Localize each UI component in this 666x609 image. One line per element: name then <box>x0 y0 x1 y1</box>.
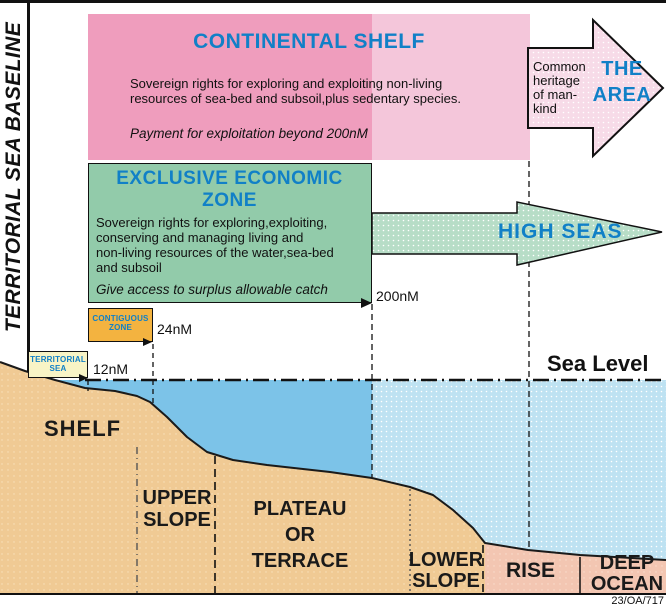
deep-ocean-label-line1: DEEP <box>599 552 655 574</box>
lower-slope-label-line1: LOWER <box>408 549 484 571</box>
eez-description-line3: non-living resources of the water,sea-be… <box>96 245 334 260</box>
the-area-arrow <box>527 17 665 159</box>
eez-title-line1: EXCLUSIVE ECONOMIC <box>116 168 343 189</box>
baseline-axis-label-text: TERRITORIAL SEA BASELINE <box>2 21 25 333</box>
high-seas-arrow-shape <box>372 201 663 266</box>
territorial-sea-label-line2: SEA <box>49 364 67 373</box>
figure-reference: 23/OA/717 <box>611 595 664 607</box>
eez-title: EXCLUSIVE ECONOMIC ZONE <box>89 168 370 212</box>
territorial-12nm-arrowhead-icon <box>79 374 88 382</box>
water-high-seas <box>372 380 666 560</box>
common-heritage-line1: Common <box>533 59 586 74</box>
contiguous-zone-label-line1: CONTIGUOUS <box>92 314 149 323</box>
territorial-sea-label-line1: TERRITORIAL <box>30 355 86 364</box>
baseline-axis-label: TERRITORIAL SEA BASELINE <box>0 6 30 348</box>
eez-200nm-arrowhead-icon <box>361 298 372 308</box>
rise-label: RISE <box>506 559 556 582</box>
continental-shelf-description-line2: resources of sea-bed and subsoil,plus se… <box>130 91 461 106</box>
the-area-label-line1: THE <box>601 58 643 80</box>
plateau-label-line3: TERRACE <box>251 550 349 572</box>
plateau-label-line1: PLATEAU <box>253 498 347 520</box>
eez-box: EXCLUSIVE ECONOMIC ZONE Sovereign rights… <box>88 163 372 303</box>
lower-slope-label: LOWER SLOPE <box>406 550 486 592</box>
the-area-label-line2: AREA <box>592 84 652 106</box>
upper-slope-label-line2: SLOPE <box>143 509 211 531</box>
continental-shelf-box: CONTINENTAL SHELF Sovereign rights for e… <box>88 14 530 160</box>
continental-shelf-beyond-200nm-area <box>372 14 530 160</box>
the-area-arrow-shape <box>527 17 665 159</box>
sea-level-label: Sea Level <box>547 351 649 376</box>
deep-ocean-label-line2: OCEAN <box>590 573 664 595</box>
the-area-label: THE AREA <box>584 56 660 108</box>
lower-slope-label-line2: SLOPE <box>412 570 480 592</box>
common-heritage-note: Common heritage of man- kind <box>533 60 591 116</box>
eez-description-line4: and subsoil <box>96 260 162 275</box>
plateau-label-line2: OR <box>285 524 315 546</box>
contiguous-zone-label-line2: ZONE <box>108 323 133 332</box>
common-heritage-line4: kind <box>533 101 557 116</box>
contiguous-24nm-arrowhead-icon <box>143 338 152 346</box>
upper-slope-label: UPPER SLOPE <box>138 487 216 531</box>
territorial-sea-baseline-line <box>27 3 30 372</box>
contiguous-distance-label: 24nM <box>157 321 193 337</box>
eez-description-line2: conserving and managing living and <box>96 230 304 245</box>
eez-description: Sovereign rights for exploring,exploitin… <box>96 215 368 275</box>
eez-distance-label: 200nM <box>376 288 419 304</box>
common-heritage-line3: of man- <box>533 87 578 102</box>
plateau-label: PLATEAU OR TERRACE <box>248 496 352 574</box>
continental-shelf-title: CONTINENTAL SHELF <box>193 30 425 53</box>
territorial-sea-box: TERRITORIAL SEA <box>28 351 88 378</box>
deep-seabed <box>485 543 666 594</box>
eez-title-line2: ZONE <box>202 190 257 211</box>
continental-shelf-description-line1: Sovereign rights for exploring and explo… <box>130 76 443 91</box>
shelf-label: SHELF <box>44 416 122 441</box>
contiguous-zone-label: CONTIGUOUS ZONE <box>89 314 152 332</box>
sand-terrain <box>0 362 485 594</box>
territorial-sea-label: TERRITORIAL SEA <box>29 355 87 373</box>
territorial-distance-label: 12nM <box>93 361 129 377</box>
continental-shelf-note: Payment for exploitation beyond 200nM <box>130 126 368 141</box>
eez-description-line1: Sovereign rights for exploring,exploitin… <box>96 215 328 230</box>
eez-note: Give access to surplus allowable catch <box>96 282 328 297</box>
continental-shelf-description: Sovereign rights for exploring and explo… <box>130 76 510 106</box>
high-seas-arrow <box>372 201 663 266</box>
water-eez <box>55 380 372 478</box>
upper-slope-label-line1: UPPER <box>142 487 212 509</box>
high-seas-label: HIGH SEAS <box>498 220 623 243</box>
contiguous-zone-box: CONTIGUOUS ZONE <box>88 308 153 342</box>
seafloor-outline <box>0 361 666 561</box>
deep-ocean-label: DEEP OCEAN <box>588 553 666 595</box>
top-frame-line <box>0 0 666 3</box>
common-heritage-line2: heritage <box>533 73 580 88</box>
